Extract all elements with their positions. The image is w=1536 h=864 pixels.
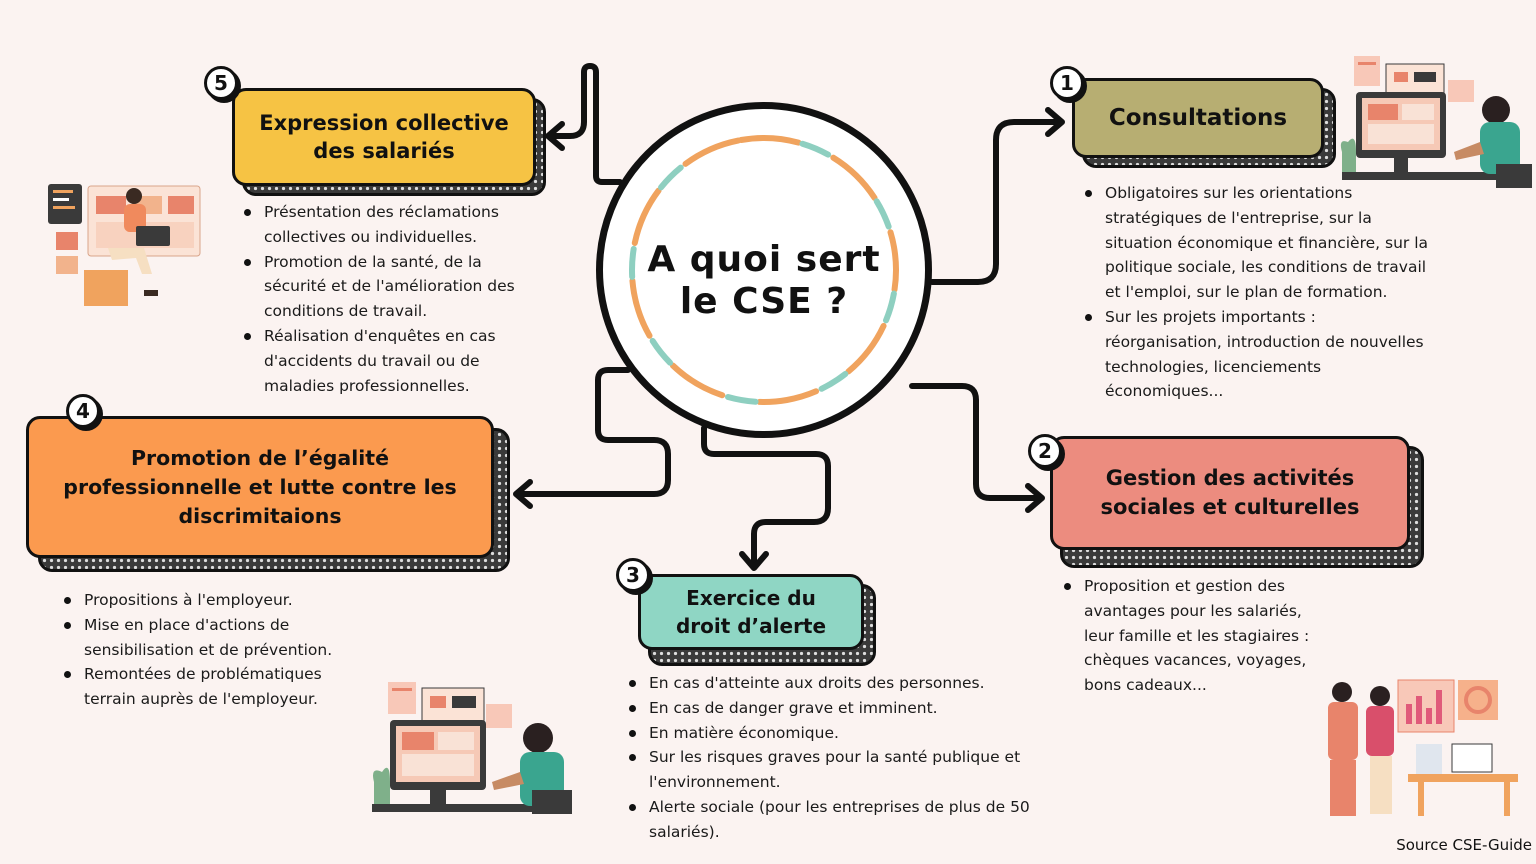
section-4-bullet: Remontées de problématiques terrain aupr… — [62, 662, 362, 712]
section-5-title: Expression collective des salariés — [232, 88, 536, 186]
section-3-title: Exercice du droit d’alerte — [638, 574, 864, 650]
section-5-bullets: Présentation des réclamations collective… — [242, 200, 542, 398]
section-1-bullet: Sur les projets importants : réorganisat… — [1083, 305, 1435, 404]
person-laptop-illustration — [48, 184, 201, 306]
section-4-bullets: Propositions à l'employeur.Mise en place… — [62, 588, 362, 712]
section-4-bullet: Propositions à l'employeur. — [62, 588, 362, 613]
section-3-bullet: En cas de danger grave et imminent. — [627, 696, 1047, 721]
section-3-bullets: En cas d'atteinte aux droits des personn… — [627, 671, 1047, 845]
two-people-presentation-illustration — [1328, 679, 1518, 816]
section-1-number: 1 — [1050, 66, 1084, 100]
decorative-ring — [629, 135, 899, 405]
section-2-title: Gestion des activités sociales et cultur… — [1050, 436, 1410, 550]
section-5-bullet: Promotion de la santé, de la sécurité et… — [242, 250, 542, 324]
section-3-number: 3 — [616, 558, 650, 592]
section-1-bullets: Obligatoires sur les orientations straté… — [1083, 181, 1435, 404]
section-3-bullet: En cas d'atteinte aux droits des personn… — [627, 671, 1047, 696]
section-2-bullets: Proposition et gestion des avantages pou… — [1062, 574, 1324, 698]
section-1-bullet: Obligatoires sur les orientations straté… — [1083, 181, 1435, 305]
section-4-bullet: Mise en place d'actions de sensibilisati… — [62, 613, 362, 663]
person-desk-computer-illustration — [1340, 56, 1532, 188]
section-5-bullet: Réalisation d'enquêtes en cas d'accident… — [242, 324, 542, 398]
person-desk-computer-illustration-2 — [372, 682, 572, 814]
section-1-title: Consultations — [1072, 78, 1324, 158]
center-circle: A quoi sert le CSE ? — [596, 102, 932, 438]
center-title: A quoi sert le CSE ? — [647, 239, 881, 322]
section-2-bullet: Proposition et gestion des avantages pou… — [1062, 574, 1324, 698]
section-4-title: Promotion de l’égalité professionnelle e… — [26, 416, 494, 558]
section-5-bullet: Présentation des réclamations collective… — [242, 200, 542, 250]
section-3-bullet: Sur les risques graves pour la santé pub… — [627, 745, 1047, 795]
section-3-bullet: Alerte sociale (pour les entreprises de … — [627, 795, 1047, 845]
section-4-number: 4 — [66, 394, 100, 428]
section-2-number: 2 — [1028, 434, 1062, 468]
section-3-bullet: En matière économique. — [627, 721, 1047, 746]
source-credit: Source CSE-Guide — [1396, 836, 1532, 854]
section-5-number: 5 — [204, 66, 238, 100]
